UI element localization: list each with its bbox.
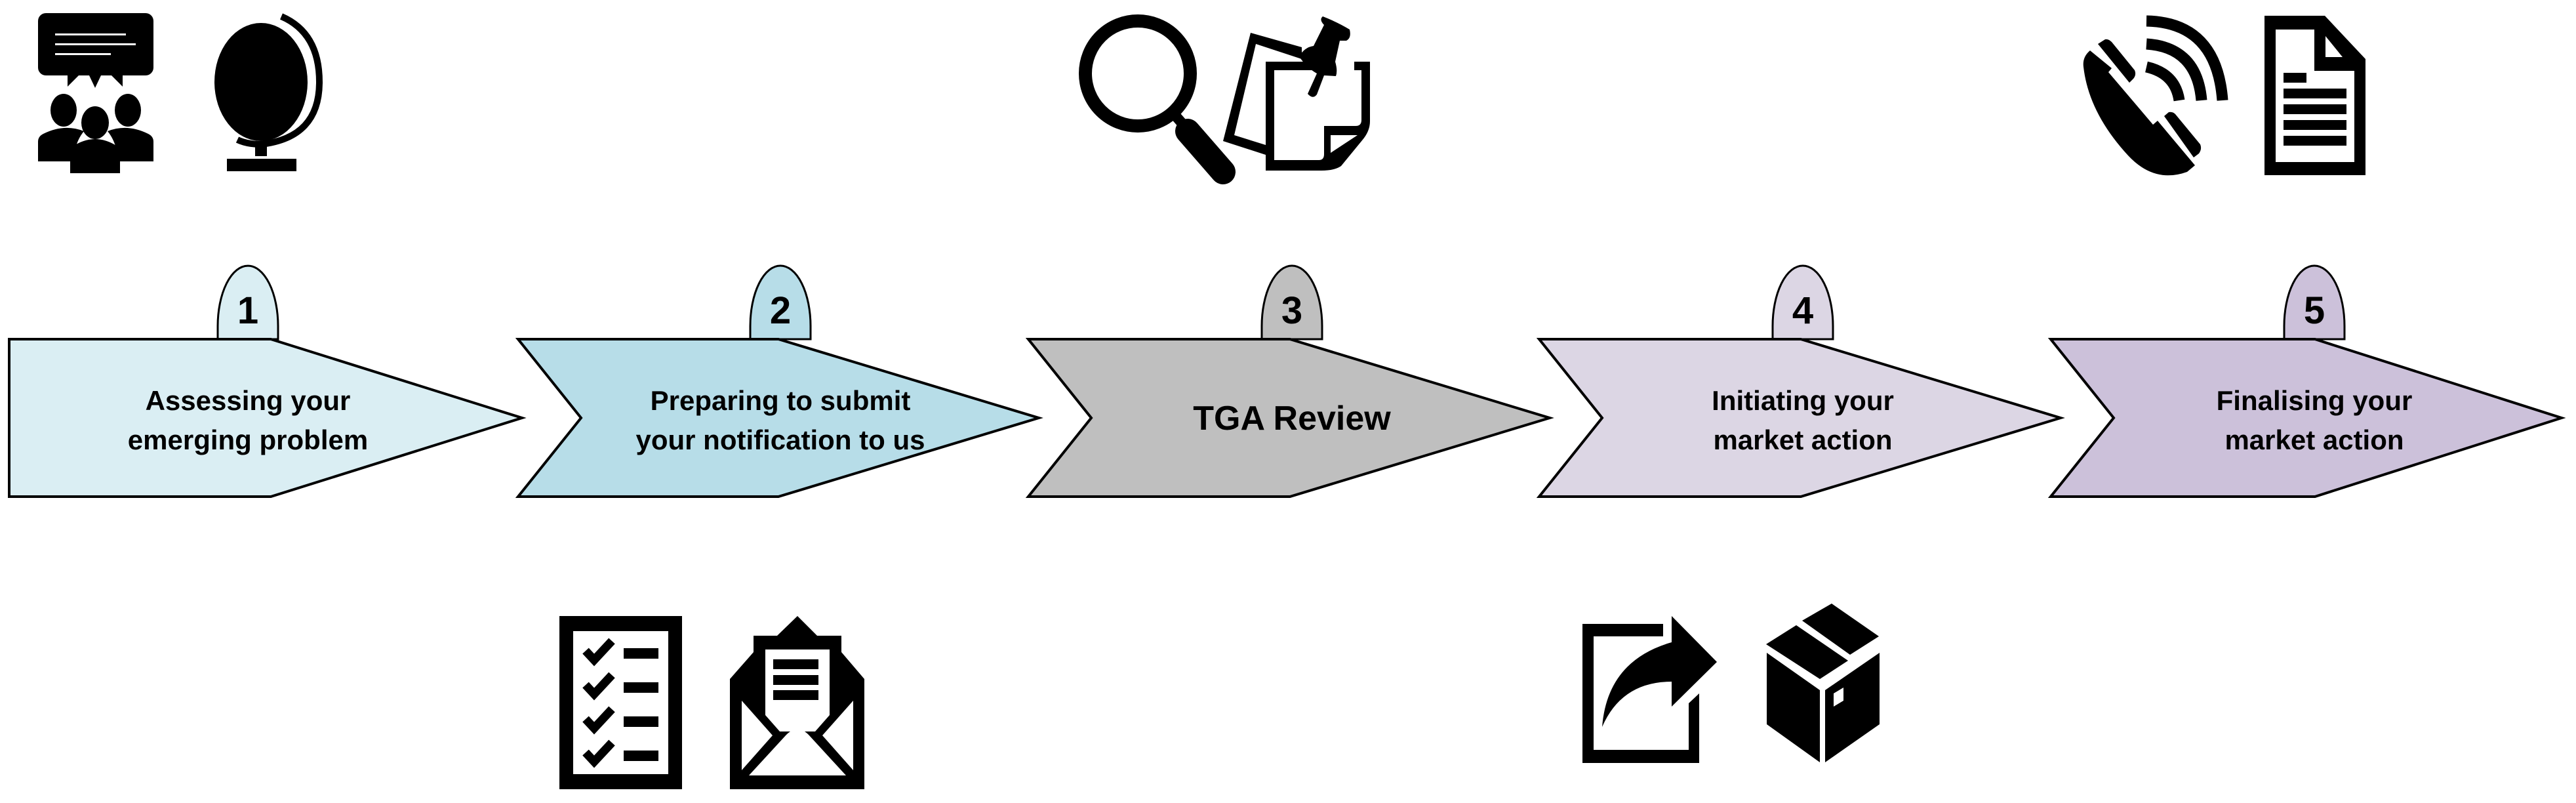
magnifying-glass-icon	[1079, 14, 1236, 184]
step-chevron	[8, 338, 527, 498]
checklist-icon	[559, 616, 682, 789]
step-number: 3	[1281, 289, 1302, 332]
step-chevron	[1025, 338, 1554, 498]
step-number-tab	[1771, 264, 1834, 340]
phone-call-icon	[2083, 15, 2228, 176]
step-number-tab	[2283, 264, 2346, 340]
step-label-line: Assessing your	[146, 385, 351, 416]
globe-icon	[214, 13, 323, 171]
step-number: 4	[1792, 289, 1813, 332]
step-label-line: market action	[1713, 424, 1892, 455]
step-label-line: Preparing to submit	[651, 385, 911, 416]
step-label-line: emerging problem	[128, 424, 368, 455]
step-number-tab	[216, 264, 279, 340]
step-number-tab	[1260, 264, 1323, 340]
step-label-line: TGA Review	[1193, 400, 1391, 438]
step-label-line: your notification to us	[636, 424, 925, 455]
step-label-line: Initiating your	[1712, 385, 1894, 416]
package-box-icon	[1766, 604, 1880, 762]
step-label-line: Finalising your	[2217, 385, 2413, 416]
step-chevron	[515, 338, 1043, 498]
meeting-speech-icon	[38, 13, 153, 173]
step-number: 2	[770, 289, 791, 332]
open-envelope-icon	[730, 616, 864, 789]
step-number-tab	[749, 264, 812, 340]
step-number: 5	[2304, 289, 2325, 332]
step-label-line: market action	[2224, 424, 2404, 455]
step-chevron	[1536, 338, 2065, 498]
pinned-notes-icon	[1223, 16, 1370, 171]
document-icon	[2264, 16, 2365, 175]
share-arrow-icon	[1582, 616, 1717, 763]
step-number: 1	[237, 289, 258, 332]
step-chevron	[2047, 338, 2566, 498]
